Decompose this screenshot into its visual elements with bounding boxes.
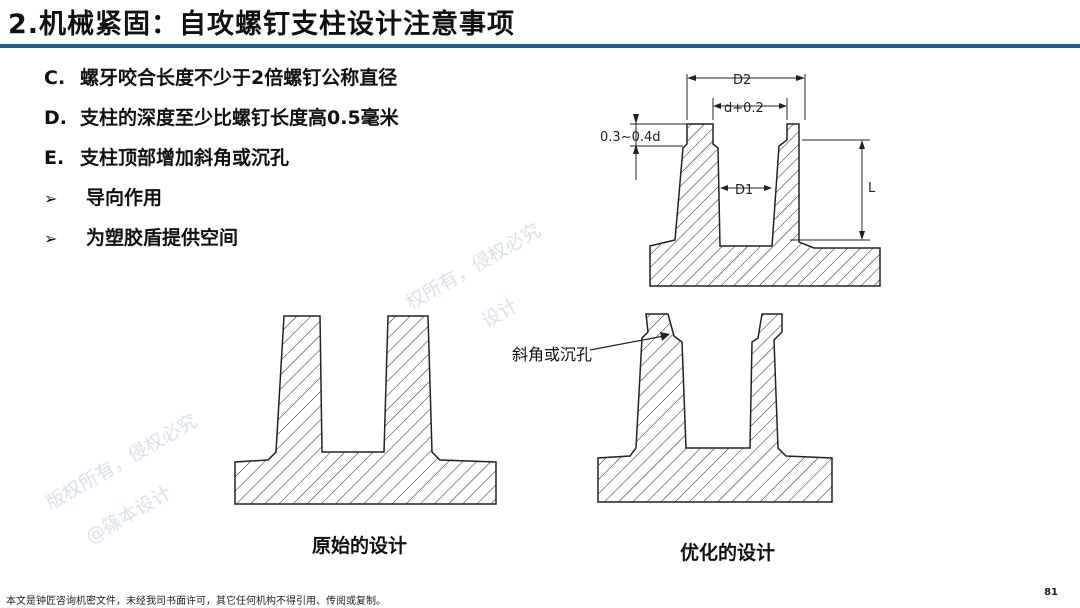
d1-label: D1	[735, 183, 753, 198]
confidentiality-note: 本文是钟匠咨询机密文件，未经我司书面许可，其它任何机构不得引用、传阅或复制。	[6, 596, 386, 607]
original-boss-section	[234, 315, 497, 505]
bullet-item: D. 支柱的深度至少比螺钉长度高0.5毫米	[44, 98, 399, 138]
bullet-marker: D.	[44, 107, 67, 129]
length-label: L	[868, 181, 876, 196]
chamfer-dimension-label: 0.3~0.4d	[600, 130, 661, 145]
bullet-text: 支柱顶部增加斜角或沉孔	[80, 147, 290, 169]
bullet-item: E. 支柱顶部增加斜角或沉孔	[44, 138, 399, 178]
bullet-text: 支柱的深度至少比螺钉长度高0.5毫米	[80, 107, 399, 129]
bullet-text: 螺牙咬合长度不少于2倍螺钉公称直径	[80, 67, 398, 89]
page-number: 81	[1044, 587, 1058, 598]
boss-section	[649, 123, 881, 287]
arrow-bullet-icon: ➢	[44, 189, 58, 208]
bullet-marker: C.	[44, 67, 66, 89]
bullet-item: ➢ 为塑胶盾提供空间	[44, 218, 399, 258]
chamfer-callout-label: 斜角或沉孔	[512, 345, 593, 364]
bullet-item: C. 螺牙咬合长度不少于2倍螺钉公称直径	[44, 58, 399, 98]
chamfer-callout-leader	[589, 332, 670, 351]
original-design-caption: 原始的设计	[312, 535, 408, 557]
bullet-list: C. 螺牙咬合长度不少于2倍螺钉公称直径 D. 支柱的深度至少比螺钉长度高0.5毫米…	[44, 58, 399, 258]
watermark: 版权所有，侵权必究	[42, 409, 202, 515]
bullet-text: 为塑胶盾提供空间	[86, 227, 239, 249]
boss-dimension-drawing: D2 d+0.2 D1 0.3~0.4d L	[600, 73, 881, 287]
title-divider	[0, 44, 1080, 48]
original-design-drawing	[234, 315, 497, 505]
optimized-boss-section	[597, 313, 833, 503]
bullet-text: 导向作用	[86, 187, 163, 209]
d2-label: D2	[733, 73, 751, 88]
bullet-marker: E.	[44, 147, 65, 169]
clearance-diameter-label: d+0.2	[724, 101, 764, 116]
watermark: 权所有，侵权必究	[402, 219, 545, 315]
bullet-item: ➢ 导向作用	[44, 178, 399, 218]
arrow-bullet-icon: ➢	[44, 229, 58, 248]
optimized-design-caption: 优化的设计	[680, 542, 776, 564]
optimized-design-drawing	[597, 313, 833, 503]
page-title: 2.机械紧固：自攻螺钉支柱设计注意事项	[8, 9, 516, 40]
